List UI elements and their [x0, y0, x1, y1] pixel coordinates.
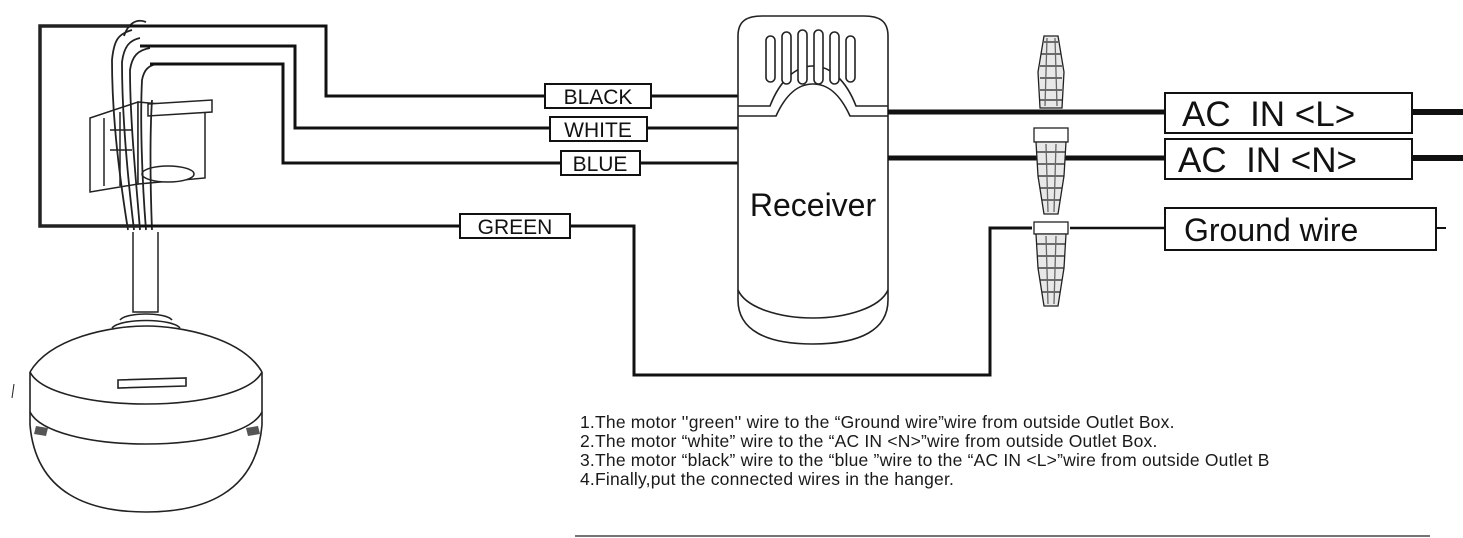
mounting-bracket [89, 99, 213, 193]
wire-nut-n [1033, 127, 1069, 215]
wire-label-black: BLACK [544, 83, 652, 109]
receiver-vent-4 [813, 29, 824, 85]
terminal-ground-wire: Ground wire [1164, 207, 1437, 251]
downrod [132, 232, 159, 313]
ceiling-fan-assembly [11, 19, 263, 513]
wire-nut-ground [1033, 221, 1069, 307]
terminal-ac-in-n: AC IN <N> [1164, 138, 1413, 180]
green-wire-continued [570, 224, 1032, 377]
wire-label-green: GREEN [459, 213, 571, 239]
receiver-vent-1 [765, 35, 776, 83]
terminal-ac-in-n-text: AC IN <N> [1178, 141, 1357, 180]
instruction-item: 4.Finally,put the connected wires in the… [580, 469, 955, 489]
white-wire [140, 44, 550, 130]
wire-label-green-text: GREEN [478, 216, 553, 239]
terminal-ac-in-l-text: AC IN <L> [1182, 95, 1355, 134]
receiver-vent-2 [781, 31, 792, 85]
receiver [737, 15, 889, 345]
motor-wire-bundle [111, 19, 157, 231]
ground-loop-wire [38, 24, 140, 228]
terminal-ground-wire-text: Ground wire [1184, 212, 1358, 248]
wire-label-white-text: WHITE [564, 119, 632, 142]
wire-label-blue-text: BLUE [573, 153, 628, 176]
receiver-label: Receiver [750, 187, 877, 223]
wire-label-white: WHITE [549, 116, 648, 142]
instruction-item: 1.The motor ''green'' wire to the “Groun… [580, 412, 1175, 432]
instructions-list: 1.The motor ''green'' wire to the “Groun… [580, 413, 1270, 489]
motor-housing [11, 313, 263, 513]
terminal-ac-in-l: AC IN <L> [1164, 92, 1413, 134]
receiver-vent-3 [797, 29, 808, 85]
wire-nut-l [1037, 35, 1065, 109]
instruction-item: 3.The motor “black” wire to the “blue ”w… [580, 450, 1270, 470]
motor-to-receiver-wires [130, 24, 1032, 377]
receiver-vent-6 [845, 35, 856, 83]
output-wires [888, 109, 1463, 230]
black-wire [130, 24, 545, 98]
wire-label-blue: BLUE [560, 150, 641, 176]
blue-wire [150, 62, 561, 165]
instruction-item: 2.The motor “white” wire to the “AC IN <… [580, 431, 1158, 451]
wire-label-black-text: BLACK [564, 86, 633, 109]
receiver-vent-5 [829, 31, 840, 85]
